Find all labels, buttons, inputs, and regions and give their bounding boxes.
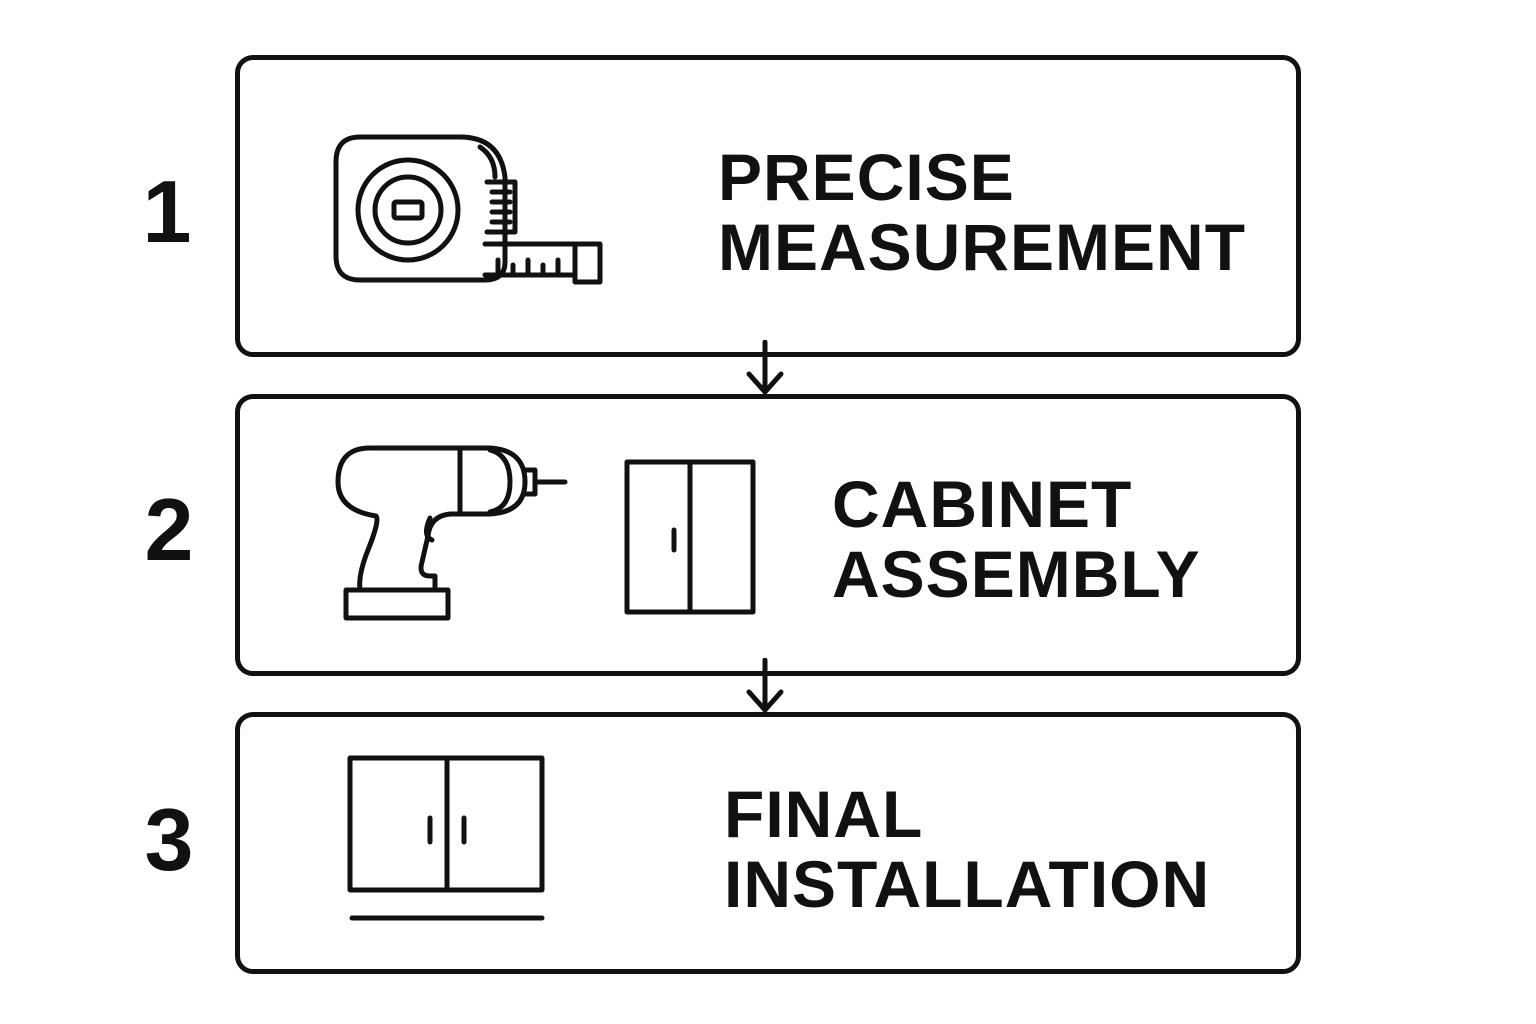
step-label-line-2: MEASUREMENT <box>718 210 1247 284</box>
step-number-2: 2 <box>144 480 194 579</box>
flow-arrow-2-to-3 <box>746 658 784 713</box>
installed-cabinet-icon <box>347 755 545 921</box>
step-label-line-1: PRECISE <box>718 140 1015 214</box>
step-box-precise-measurement <box>235 55 1301 357</box>
power-drill-icon <box>335 445 568 621</box>
step-label-line-2: INSTALLATION <box>724 847 1211 921</box>
step-box-cabinet-assembly <box>235 394 1301 676</box>
tape-measure-icon <box>333 134 603 285</box>
step-label-line-1: FINAL <box>724 777 924 851</box>
step-label-line-2: ASSEMBLY <box>832 537 1201 611</box>
step-label-final-installation: FINAL INSTALLATION <box>724 779 1210 919</box>
step-label-precise-measurement: PRECISE MEASUREMENT <box>718 142 1246 282</box>
step-label-cabinet-assembly: CABINET ASSEMBLY <box>832 469 1201 609</box>
flow-arrow-1-to-2 <box>746 340 784 395</box>
step-label-line-1: CABINET <box>832 467 1133 541</box>
step-number-1: 1 <box>142 162 192 261</box>
cabinet-door-icon <box>624 459 756 615</box>
step-number-3: 3 <box>144 790 194 889</box>
